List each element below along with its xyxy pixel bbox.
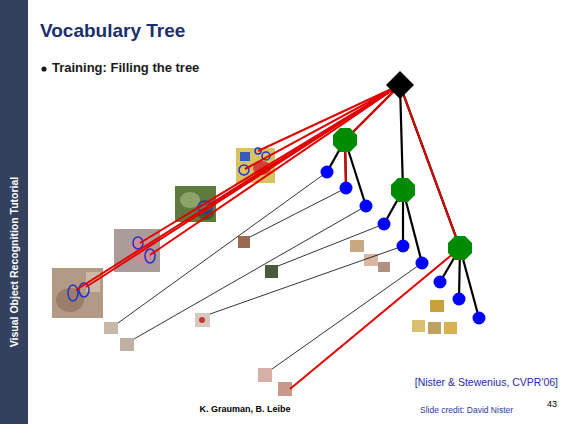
red-paths <box>76 85 460 389</box>
feature-ellipse <box>145 249 155 263</box>
leaf-circle <box>378 218 391 231</box>
patch <box>430 300 444 312</box>
patch <box>238 236 250 248</box>
cluster-octagons <box>333 128 472 260</box>
leaf-circle <box>397 240 410 253</box>
patch-detail <box>199 317 205 323</box>
patch <box>350 240 364 252</box>
leaf-circle <box>416 257 429 270</box>
band-label: Visual Object Recognition Tutorial <box>8 177 20 348</box>
root-diamond <box>386 71 414 99</box>
cluster-octagon <box>448 236 472 260</box>
red-path <box>150 85 400 255</box>
feature-ellipse <box>239 165 249 175</box>
leaf-circle <box>321 166 334 179</box>
leaf-circles <box>321 166 486 325</box>
leaf-circle <box>434 276 447 289</box>
bullet-dot <box>41 66 46 71</box>
patch <box>378 262 390 272</box>
red-path <box>290 248 460 389</box>
page-number: 43 <box>547 399 557 409</box>
side-band <box>0 0 28 424</box>
patch <box>412 320 425 332</box>
training-photos <box>52 148 275 318</box>
patch <box>428 322 441 334</box>
red-path <box>86 85 400 287</box>
patch <box>265 265 278 278</box>
photo <box>52 268 103 318</box>
red-path <box>245 85 400 169</box>
leaf-circle <box>360 200 373 213</box>
slide-title: Vocabulary Tree <box>40 20 185 42</box>
photo-detail <box>240 152 250 161</box>
patch-line <box>118 172 327 323</box>
leaf-circle <box>473 312 486 325</box>
photo-detail <box>180 192 200 208</box>
leaf-circle <box>453 293 466 306</box>
leaf-circle <box>340 182 353 195</box>
patch <box>444 322 457 334</box>
patch-line <box>278 224 384 266</box>
red-path <box>400 85 460 248</box>
patch-line <box>272 263 422 369</box>
slide-credit: Slide credit: David Nister <box>420 406 513 416</box>
cluster-octagon <box>391 178 415 202</box>
patch-line <box>210 246 403 314</box>
patch <box>120 338 134 351</box>
tree-edge <box>400 85 460 248</box>
patch <box>258 368 272 382</box>
patch-line <box>250 188 346 237</box>
patch <box>278 382 292 396</box>
patch-thumbnails <box>104 236 457 396</box>
red-path <box>258 85 400 151</box>
cluster-octagon <box>333 128 357 152</box>
red-path <box>76 85 400 290</box>
red-path <box>140 85 400 243</box>
tree-edge <box>400 85 403 190</box>
patch <box>195 313 210 327</box>
patch-lines <box>118 172 422 369</box>
author-credit: K. Grauman, B. Leibe <box>199 404 290 414</box>
red-path <box>207 85 400 206</box>
feature-ellipse <box>68 285 78 301</box>
patch <box>104 322 118 334</box>
bullet-text: Training: Filling the tree <box>52 61 199 76</box>
citation: [Nister & Stewenius, CVPR'06] <box>415 376 558 388</box>
